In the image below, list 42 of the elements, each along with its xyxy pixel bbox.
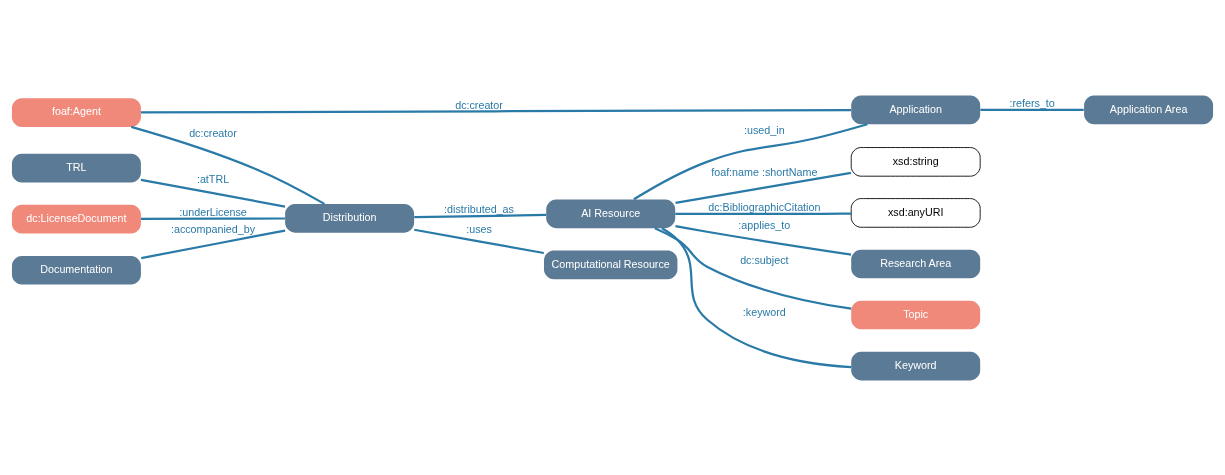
edge-label: :distributed_as <box>444 202 514 215</box>
connector <box>140 216 285 220</box>
connector <box>414 228 544 254</box>
node-box: Research Area <box>851 249 981 278</box>
node-box: Application <box>851 95 981 124</box>
node-box: foaf:Agent <box>11 97 141 127</box>
connector <box>414 213 547 218</box>
node-box: AI Resource <box>546 199 676 228</box>
node-box: Distribution <box>285 203 415 233</box>
edge-label: dc:subject <box>740 253 789 266</box>
node-box: Documentation <box>11 255 141 285</box>
connector <box>980 108 1084 111</box>
edge-label: :accompanied_by <box>170 222 256 235</box>
connector <box>675 171 852 204</box>
node-box: Keyword <box>851 351 981 380</box>
connector <box>140 108 851 113</box>
connector <box>654 226 852 310</box>
connector <box>661 226 852 368</box>
node-box: dc:LicenseDocument <box>11 204 141 233</box>
edge-label: dc:creator <box>455 98 503 111</box>
node-box: xsd:string <box>850 146 981 177</box>
node-box: Computational Resource <box>544 250 678 279</box>
edge-label: :atTRL <box>196 172 230 185</box>
connector <box>140 178 286 208</box>
edge-label: :refers_to <box>1009 96 1055 109</box>
edge-label: :uses <box>466 222 492 235</box>
edge-label: :used_in <box>744 123 785 136</box>
node-box: TRL <box>11 153 141 182</box>
edge-label: dc:creator <box>189 126 237 139</box>
connector <box>141 228 286 259</box>
connector <box>633 122 868 200</box>
node-box: xsd:anyURI <box>850 197 981 228</box>
edge-label: :underLicense <box>179 205 247 218</box>
node-box: Topic <box>851 300 981 329</box>
connector <box>675 224 852 256</box>
node-box: Application Area <box>1084 95 1214 124</box>
edge-label: foaf:name :shortName <box>711 165 818 178</box>
edge-label: dc:BibliographicCitation <box>708 200 821 213</box>
edge-label: :applies_to <box>738 218 791 231</box>
edge-label: :keyword <box>742 305 786 318</box>
connector <box>675 212 852 215</box>
connector <box>130 125 325 205</box>
